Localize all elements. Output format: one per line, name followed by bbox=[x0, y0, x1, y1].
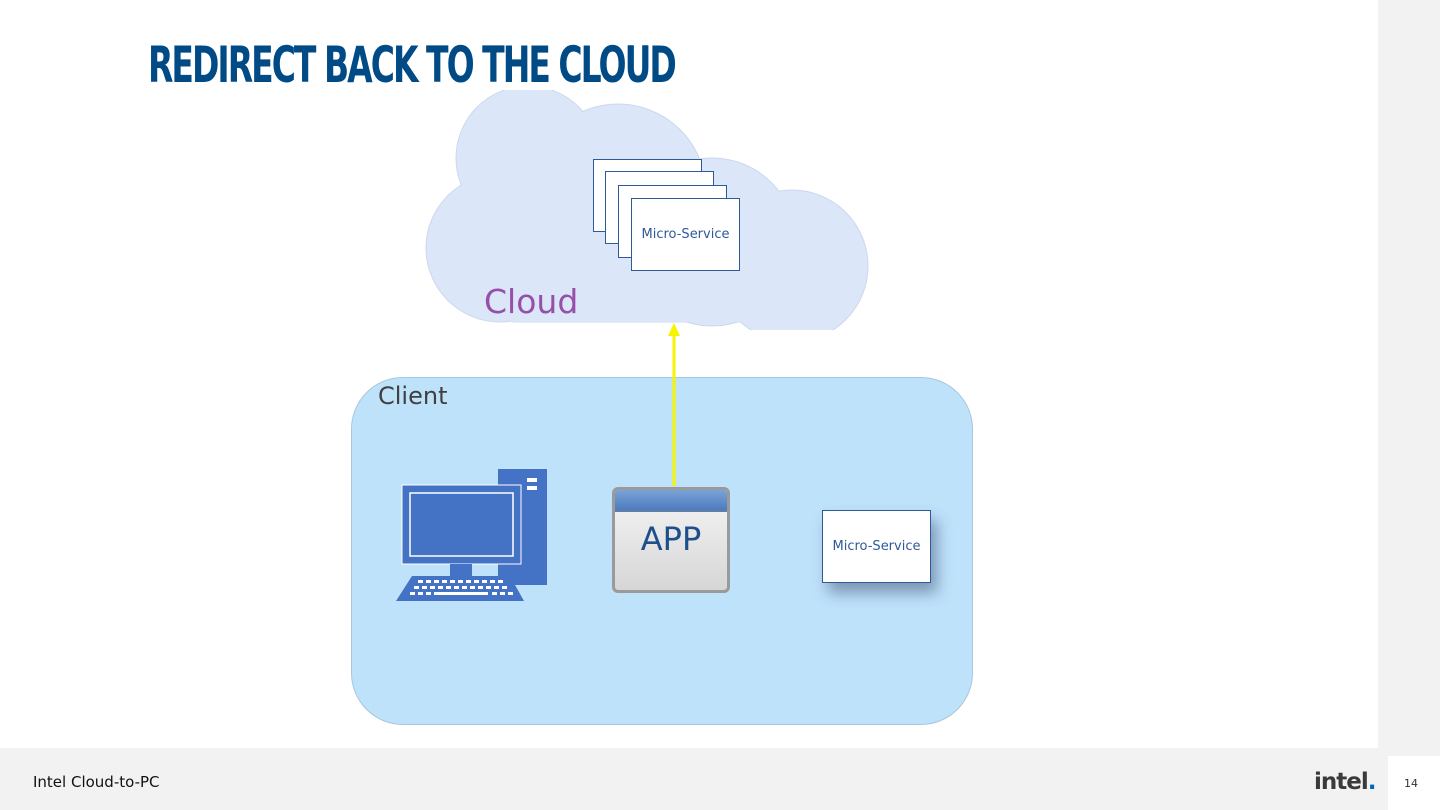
client-label: Client bbox=[378, 382, 448, 410]
page-number: 14 bbox=[1404, 777, 1418, 790]
app-window: APP bbox=[612, 487, 730, 593]
client-microservice-label: Micro-Service bbox=[832, 539, 921, 554]
intel-logo-dot: . bbox=[1367, 769, 1377, 795]
intel-logo-text: intel bbox=[1314, 769, 1369, 795]
cloud-microservice-card: Micro-Service bbox=[631, 198, 740, 271]
app-title-bar bbox=[615, 490, 727, 512]
page-number-box bbox=[1388, 756, 1440, 810]
right-margin-strip bbox=[1378, 0, 1440, 748]
slide-title: REDIRECT BACK TO THE CLOUD bbox=[148, 36, 677, 94]
cloud-microservice-label: Micro-Service bbox=[641, 227, 730, 242]
client-microservice-card: Micro-Service bbox=[822, 510, 931, 583]
intel-logo: intel. bbox=[1314, 769, 1376, 795]
app-label: APP bbox=[640, 520, 702, 558]
redirect-arrow bbox=[668, 323, 680, 486]
desktop-computer-icon bbox=[396, 469, 547, 601]
footer-text: Intel Cloud-to-PC bbox=[33, 773, 160, 791]
cloud-label: Cloud bbox=[484, 282, 579, 321]
footer-bar bbox=[0, 748, 1440, 810]
